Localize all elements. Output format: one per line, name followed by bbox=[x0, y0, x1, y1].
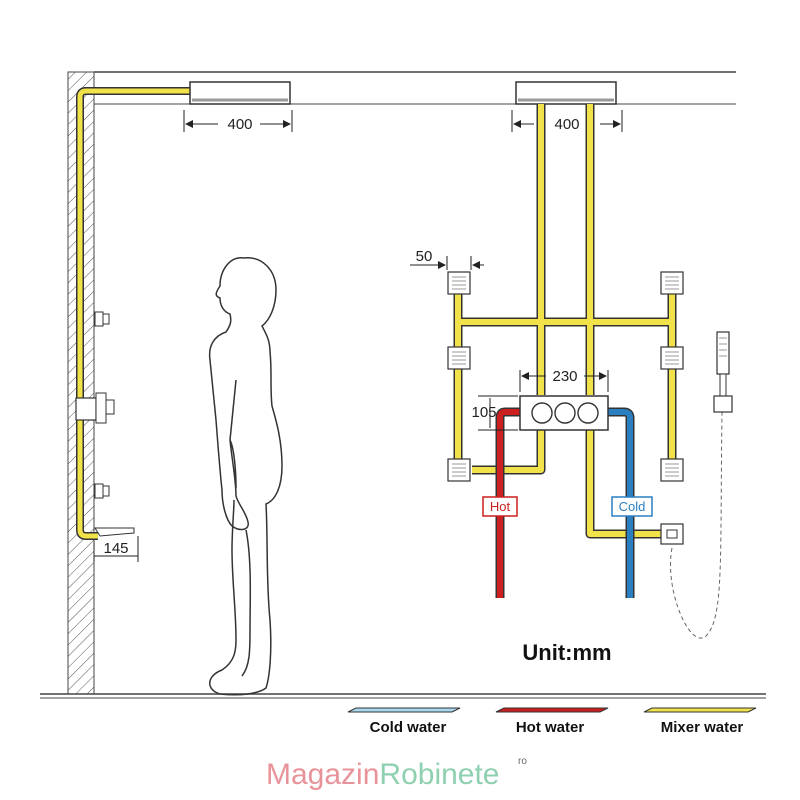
watermark-text: MagazinRobinete bbox=[266, 758, 500, 791]
dim-right-400-label: 400 bbox=[554, 116, 579, 133]
upper-wall-valve bbox=[94, 311, 104, 327]
legend-swatch-cold bbox=[347, 707, 461, 713]
watermark-logo: MagazinRobinete ro bbox=[266, 756, 527, 791]
body-jet-mid-right bbox=[660, 346, 684, 370]
left-wall-system: 400 145 bbox=[75, 81, 293, 562]
legend-item-hot: Hot water bbox=[495, 707, 609, 736]
human-figure-outline bbox=[208, 257, 283, 696]
wall-diverter-plate bbox=[95, 392, 107, 424]
watermark-part2: Robinete bbox=[379, 758, 499, 791]
legend-label-cold: Cold water bbox=[370, 719, 447, 736]
legend-swatch-mixer bbox=[643, 707, 757, 713]
left-mixer-pipe bbox=[77, 88, 190, 539]
lower-wall-valve bbox=[94, 483, 104, 499]
legend-label-hot: Hot water bbox=[516, 719, 585, 736]
hand-shower-bracket bbox=[713, 395, 733, 413]
cold-tag-label: Cold bbox=[619, 499, 646, 514]
valve-knob-center bbox=[554, 402, 576, 424]
shower-hose-dashed bbox=[670, 411, 723, 639]
dim-105-label: 105 bbox=[471, 404, 496, 421]
watermark-part1: Magazin bbox=[266, 758, 379, 791]
cold-pipe bbox=[608, 409, 633, 598]
legend: Cold water Hot water Mixer water bbox=[347, 707, 757, 736]
wall-spout bbox=[94, 527, 135, 537]
body-jet-grilles bbox=[452, 276, 679, 477]
body-jet-top-right bbox=[660, 271, 684, 295]
legend-swatch-hot bbox=[495, 707, 609, 713]
body-jet-bottom-left bbox=[447, 458, 471, 482]
body-jet-mid-left bbox=[447, 346, 471, 370]
hand-shower-handle bbox=[719, 373, 727, 397]
upper-wall-valve-knob bbox=[102, 313, 110, 325]
valve-knob-right bbox=[577, 402, 599, 424]
wall-diverter-body bbox=[75, 397, 97, 421]
wall-diverter-knob bbox=[105, 399, 115, 415]
lower-wall-valve-knob bbox=[102, 485, 110, 497]
hot-tag-label: Hot bbox=[490, 499, 511, 514]
hot-pipe bbox=[497, 409, 520, 598]
dim-50-label: 50 bbox=[416, 248, 433, 265]
dim-145-label: 145 bbox=[103, 540, 128, 557]
legend-item-mixer: Mixer water bbox=[643, 707, 757, 736]
hand-shower-grille bbox=[719, 337, 727, 357]
watermark-suffix: ro bbox=[518, 756, 527, 767]
cold-tag-box bbox=[611, 496, 653, 517]
dim-left-400-label: 400 bbox=[227, 116, 252, 133]
body-jet-bottom-right bbox=[660, 458, 684, 482]
right-mixer-pipes bbox=[453, 104, 677, 539]
body-jet-top-left bbox=[447, 271, 471, 295]
hose-outlet-inner bbox=[666, 529, 678, 539]
building-structure bbox=[40, 71, 766, 699]
unit-label: Unit:mm bbox=[522, 640, 611, 665]
valve-knob-left bbox=[531, 402, 553, 424]
legend-item-cold: Cold water bbox=[347, 707, 461, 736]
legend-label-mixer: Mixer water bbox=[661, 719, 744, 736]
body-jets bbox=[447, 271, 684, 482]
dim-230-label: 230 bbox=[552, 368, 577, 385]
right-ceiling-system: 400 bbox=[410, 81, 733, 665]
hot-tag-box bbox=[482, 496, 518, 517]
